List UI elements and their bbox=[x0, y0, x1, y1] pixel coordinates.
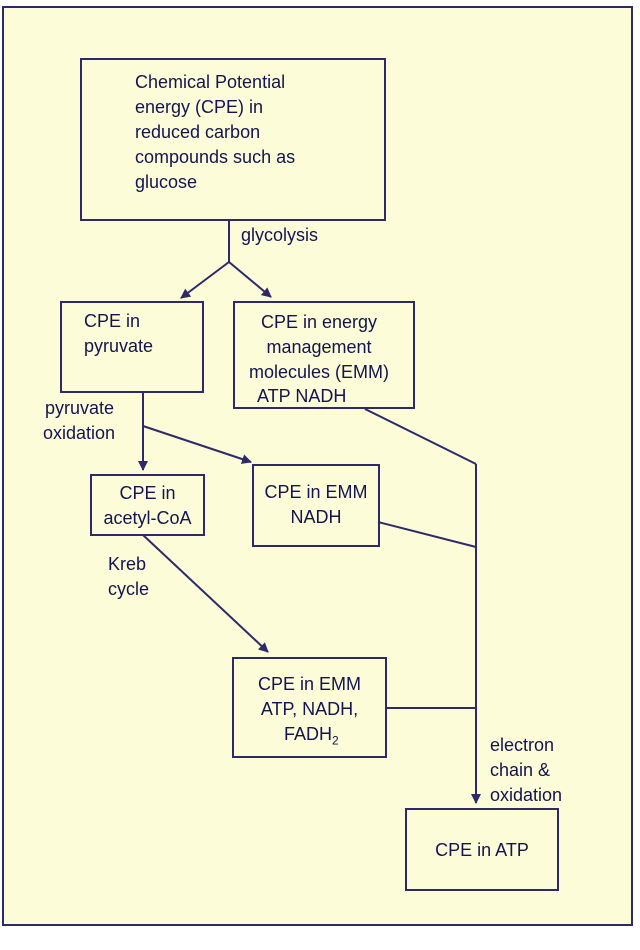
box-cpe-pyruvate: CPE in pyruvate bbox=[60, 301, 204, 393]
arrow-to-emm-nadh bbox=[142, 425, 252, 464]
fadh-text: FADH bbox=[284, 724, 333, 744]
label-electron-chain-line-2: chain & bbox=[490, 760, 551, 780]
box-cpe-atp-line-1: CPE in ATP bbox=[435, 840, 529, 860]
box-cpe-emm-fadh2-line-3: FADH2 bbox=[284, 722, 339, 747]
label-electron-chain-line-1: electron bbox=[490, 735, 555, 755]
box-chemical-potential-line-5: glucose bbox=[135, 172, 198, 192]
label-electron-chain-line-3: oxidation bbox=[490, 785, 563, 805]
box-chemical-potential-line-4: compounds such as bbox=[135, 147, 296, 167]
connector-emm-nadh bbox=[377, 521, 477, 548]
box-cpe-emm-nadh: CPE in EMM NADH bbox=[252, 464, 380, 547]
box-cpe-emm-nadh-line-2: NADH bbox=[290, 507, 342, 527]
box-chemical-potential-line-2: energy (CPE) in bbox=[135, 97, 264, 117]
box-cpe-emm-line-4: ATP NADH bbox=[257, 386, 347, 406]
box-cpe-pyruvate-line-2: pyruvate bbox=[84, 336, 154, 356]
fadh-subscript: 2 bbox=[332, 733, 339, 748]
box-cpe-acetyl-coa-line-2: acetyl-CoA bbox=[103, 508, 192, 528]
box-cpe-emm-line-3: molecules (EMM) bbox=[248, 362, 390, 382]
box-cpe-emm-line-1: CPE in energy bbox=[260, 312, 378, 332]
label-pyruvate-oxidation-line-2: oxidation bbox=[43, 423, 116, 443]
arrow-to-emm-fadh2 bbox=[142, 534, 269, 653]
box-cpe-pyruvate-line-1: CPE in bbox=[84, 311, 141, 331]
box-chemical-potential-line-3: reduced carbon bbox=[135, 122, 261, 142]
arrow-to-pyruvate bbox=[180, 261, 230, 299]
diagram-frame bbox=[2, 6, 633, 926]
box-cpe-atp: CPE in ATP bbox=[405, 808, 559, 891]
box-cpe-acetyl-coa: CPE in acetyl-CoA bbox=[90, 474, 205, 536]
connector-emm-atp-nadh bbox=[364, 408, 477, 465]
box-cpe-emm-line-2: management bbox=[266, 337, 372, 357]
box-chemical-potential-line-1: Chemical Potential bbox=[135, 72, 286, 92]
label-kreb-cycle-line-1: Kreb bbox=[108, 554, 147, 574]
box-cpe-emm-fadh2-line-1: CPE in EMM bbox=[257, 674, 362, 694]
box-cpe-emm-fadh2-line-2: ATP, NADH, bbox=[260, 699, 359, 719]
box-cpe-emm-nadh-line-1: CPE in EMM bbox=[264, 482, 368, 502]
label-kreb-cycle-line-2: cycle bbox=[108, 579, 150, 599]
label-pyruvate-oxidation-line-1: pyruvate bbox=[45, 398, 115, 418]
box-chemical-potential-energy: Chemical Potential energy (CPE) in reduc… bbox=[80, 58, 386, 221]
box-cpe-emm-atp-nadh: CPE in energy management molecules (EMM)… bbox=[233, 301, 415, 409]
label-glycolysis: glycolysis bbox=[241, 225, 319, 245]
box-cpe-acetyl-coa-line-1: CPE in bbox=[119, 483, 176, 503]
arrow-to-emm-atp-nadh bbox=[228, 261, 272, 298]
box-cpe-emm-atp-nadh-fadh2: CPE in EMM ATP, NADH, FADH2 bbox=[232, 657, 387, 758]
